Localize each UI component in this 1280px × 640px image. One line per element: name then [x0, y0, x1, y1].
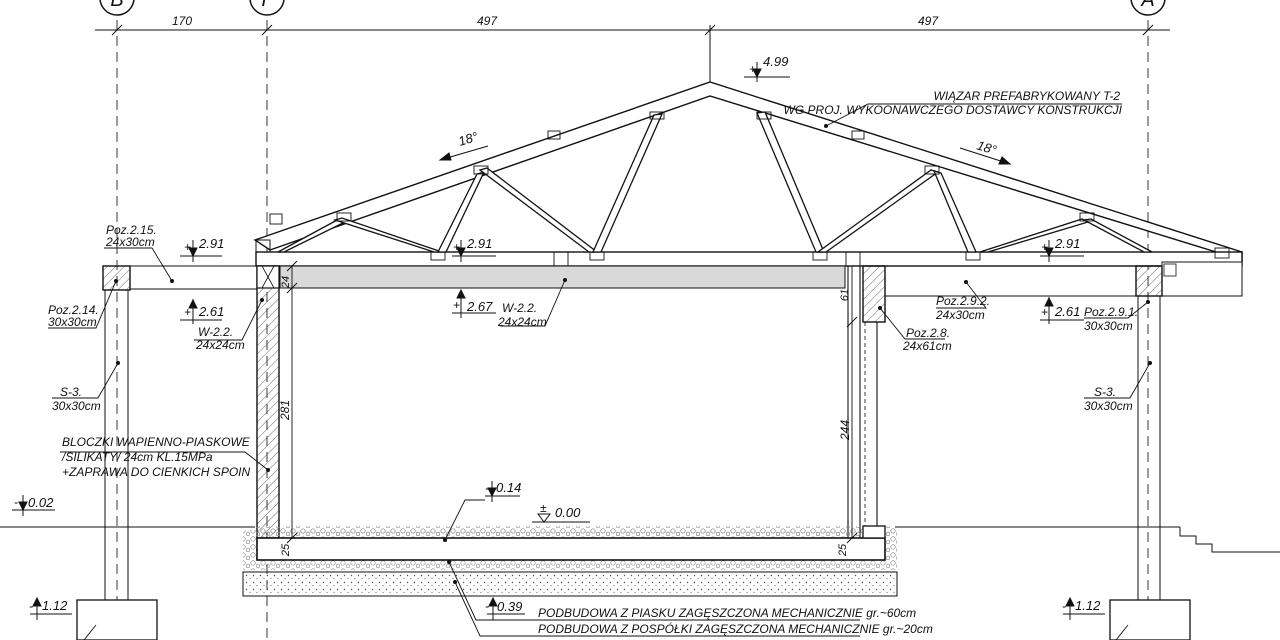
label-blocks-2: /SILIKATY/ 24cm KL.15MPa [61, 450, 213, 464]
sign-261-left: + [184, 305, 191, 319]
sign-002: - [14, 495, 18, 509]
level-000: 0.00 [555, 505, 581, 520]
label-truss-line2: WG PROJ. WYKOONAWCZEGO DOSTAWCY KONSTRUK… [784, 103, 1123, 117]
label-w22-left-size: 24x24cm [195, 338, 245, 352]
sign-ridge: + [749, 62, 756, 76]
level-112-right: 1.12 [1075, 598, 1101, 613]
label-poz28-size: 24x61cm [902, 339, 952, 353]
slope-arrows [438, 145, 1012, 165]
sign-112-left: - [29, 599, 33, 613]
leader-dots [114, 124, 1152, 584]
dim-170: 170 [172, 14, 192, 28]
axis-letter-left: B [110, 0, 123, 11]
sign-014: - [485, 481, 489, 495]
wall-left-hatched [256, 265, 280, 539]
column-poz291 [1135, 265, 1163, 297]
level-markers [12, 62, 1105, 620]
vdim-25-right: 25 [837, 543, 849, 557]
label-poz292: Poz.2.9.2. [936, 294, 990, 308]
vdim-61: 61 [839, 289, 851, 301]
label-s3-left: S-3. [60, 385, 82, 399]
axis-letter-right: A [1140, 0, 1154, 11]
sign-039: - [485, 599, 489, 613]
vdim-244: 244 [838, 420, 852, 441]
slope-right: 18° [975, 138, 998, 158]
sign-291-left: + [184, 240, 191, 254]
sign-261-right: + [1041, 305, 1048, 319]
sign-291-mid: + [453, 240, 460, 254]
sign-267: + [453, 298, 460, 312]
label-poz215-size: 24x30cm [105, 235, 155, 249]
label-truss-line1: WIĄZAR PREFABRYKOWANY T-2 [934, 89, 1121, 103]
label-poz291-size: 30x30cm [1084, 319, 1133, 333]
column-poz214 [102, 265, 131, 291]
label-s3-right: S-3. [1094, 385, 1116, 399]
level-039: 0.39 [497, 599, 522, 614]
label-poz215: Poz.2.15. [106, 223, 157, 237]
label-w22-mid-size: 24x24cm [497, 315, 547, 329]
level-291-left: 2.91 [198, 236, 224, 251]
vdim-281: 281 [278, 400, 292, 421]
sign-291-right: + [1041, 240, 1048, 254]
label-s3-left-size: 30x30cm [52, 399, 101, 413]
label-poz291: Poz.2.9.1. [1084, 305, 1138, 319]
level-291-mid: 2.91 [466, 236, 492, 251]
label-poz292-size: 24x30cm [935, 308, 985, 322]
ceiling-beam-w22 [279, 265, 846, 289]
vdim-25-left: 25 [280, 543, 292, 557]
vertical-dim-lines [286, 260, 858, 544]
label-poz214: Poz.2.14. [48, 303, 99, 317]
posts-s3 [104, 290, 1161, 600]
dim-497-left: 497 [477, 14, 498, 28]
footing-right [1109, 599, 1191, 640]
label-poz214-size: 30x30cm [48, 315, 97, 329]
level-112-left: 1.12 [42, 598, 68, 613]
label-blocks-3: +ZAPRAWA DO CIENKICH SPOIN [62, 465, 250, 479]
axis-letter-middle: Г [262, 0, 275, 11]
sign-112-right: - [1062, 599, 1066, 613]
beam-poz28 [862, 265, 886, 323]
label-s3-right-size: 30x30cm [1084, 399, 1133, 413]
level-002: 0.02 [28, 495, 54, 510]
roof-truss [253, 81, 1243, 297]
label-w22-mid: W-2.2. [502, 301, 537, 315]
sand-base [242, 571, 898, 597]
label-w22-left: W-2.2. [198, 325, 233, 339]
vdim-24: 24 [280, 276, 292, 289]
leader-lines [48, 103, 1151, 640]
level-291-right: 2.91 [1054, 236, 1080, 251]
dim-497-right: 497 [918, 14, 939, 28]
label-blocks-1: BLOCZKI WAPIENNO-PIASKOWE [62, 435, 251, 449]
level-261-left: 2.61 [198, 304, 224, 319]
level-014: 0.14 [496, 480, 521, 495]
level-261-right: 2.61 [1054, 304, 1080, 319]
ground-lines [0, 526, 1280, 553]
floor-slab [256, 537, 886, 561]
axis-bubble-left: B [99, 0, 135, 16]
sign-000: ± [540, 501, 547, 515]
level-ridge: 4.99 [763, 54, 788, 69]
label-pospolka-base: PODBUDOWA Z POSPÓŁKI ZAGĘSZCZONA MECHANI… [538, 621, 933, 636]
slope-left: 18° [456, 129, 479, 149]
axis-bubble-right: A [1130, 0, 1166, 16]
label-sand-base: PODBUDOWA Z PIASKU ZAGĘSZCZONA MECHANICZ… [538, 606, 916, 620]
footing-left [76, 599, 158, 640]
side-beams [130, 265, 1136, 297]
level-267: 2.67 [466, 299, 493, 314]
dimension-line-top [95, 24, 1170, 85]
axis-bubble-middle: Г [249, 0, 285, 16]
label-poz28: Poz.2.8. [906, 326, 950, 340]
